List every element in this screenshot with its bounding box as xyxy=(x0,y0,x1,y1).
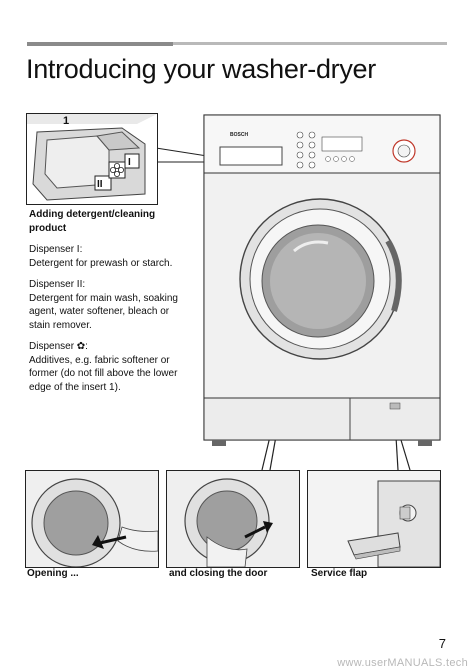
thumbnail-label-closing: and closing the door xyxy=(169,568,268,579)
marker-I: I xyxy=(128,157,131,168)
dispenser-caption: Adding detergent/cleaning product Dispen… xyxy=(29,208,179,402)
dispenser-I-label: Dispenser I: xyxy=(29,244,83,255)
marker-II: II xyxy=(97,179,103,190)
dispenser-illustration: 1 I II xyxy=(26,113,158,205)
dispenser-II-text: Detergent for main wash, soaking agent, … xyxy=(29,292,178,331)
caption-heading: Adding detergent/cleaning product xyxy=(29,209,156,234)
brand-label: BOSCH xyxy=(230,132,248,138)
flower-icon xyxy=(110,163,124,177)
page-title: Introducing your washer-dryer xyxy=(26,54,376,84)
header-rule xyxy=(27,42,447,45)
watermark: www.userMANUALS.tech xyxy=(337,657,468,669)
thumbnail-label-service-flap: Service flap xyxy=(311,568,368,579)
thumbnail-opening xyxy=(25,470,159,568)
washer-dryer-illustration: BOSCH xyxy=(200,111,445,456)
marker-1: 1 xyxy=(63,115,69,127)
thumbnail-service-flap xyxy=(307,470,441,568)
arrow-left-icon xyxy=(92,535,127,549)
thumbnail-label-opening: Opening ... xyxy=(27,568,79,579)
header-rule-accent xyxy=(27,42,173,46)
thumbnail-closing xyxy=(166,470,300,568)
dispenser-flower-label: Dispenser ✿: xyxy=(29,341,88,352)
dispenser-flower-text: Additives, e.g. fabric softener or forme… xyxy=(29,354,178,393)
arrow-right-icon xyxy=(244,521,273,539)
dispenser-I-text: Detergent for prewash or starch. xyxy=(29,257,173,269)
page-number: 7 xyxy=(438,636,446,651)
dispenser-II-label: Dispenser II: xyxy=(29,279,86,290)
